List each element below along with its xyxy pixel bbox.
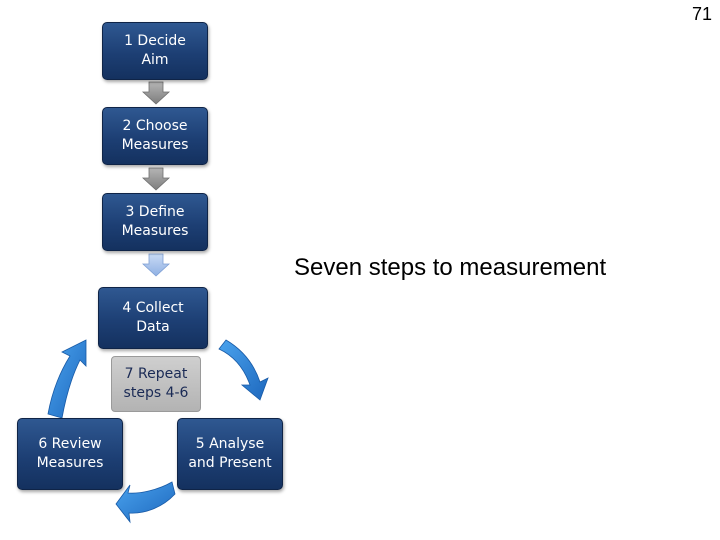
step-2-choose-measures: 2 Choose Measures (102, 107, 208, 165)
cycle-arrow-6-4 (47, 339, 87, 419)
page-number: 71 (691, 4, 712, 24)
step-3-define-measures: 3 Define Measures (102, 193, 208, 251)
step-7-repeat-steps: 7 Repeat steps 4-6 (111, 356, 201, 412)
cycle-arrow-5-6 (115, 481, 176, 524)
down-arrow-1-2 (141, 81, 171, 105)
down-arrow-3-4 (141, 253, 171, 277)
down-arrow-2-3 (141, 167, 171, 191)
step-1-decide-aim: 1 Decide Aim (102, 22, 208, 80)
step-6-review-measures: 6 Review Measures (17, 418, 123, 490)
slide-title: Seven steps to measurement (294, 254, 607, 281)
step-5-analyse-and-present: 5 Analyse and Present (177, 418, 283, 490)
cycle-arrow-4-5 (218, 339, 269, 401)
step-4-collect-data: 4 Collect Data (98, 287, 208, 349)
